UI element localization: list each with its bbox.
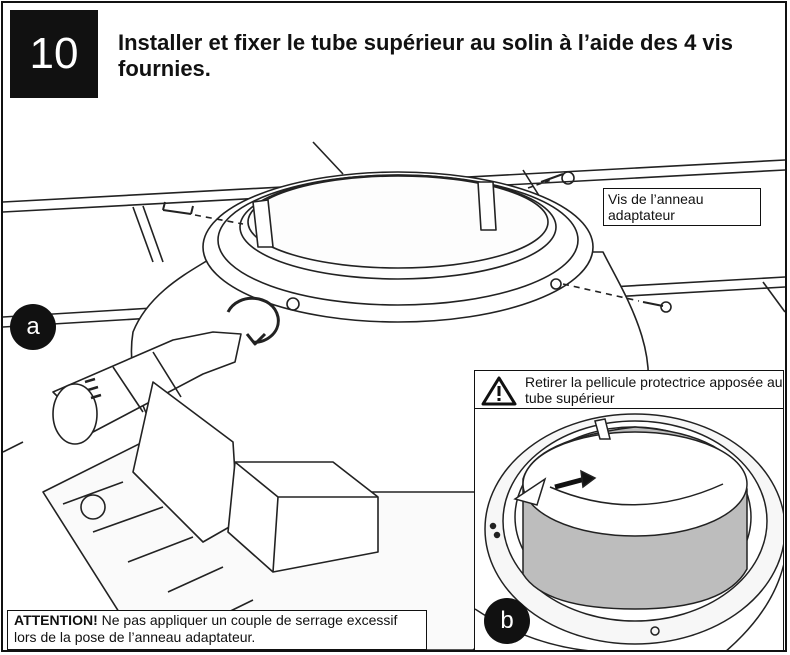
rotation-arrow [226, 296, 280, 344]
roof-line [312, 141, 344, 175]
screw [162, 201, 194, 215]
badge-a: a [10, 304, 56, 350]
warning-icon [481, 376, 517, 406]
inset-illustration [474, 408, 784, 651]
roof-line [592, 276, 785, 289]
screw-callout: Vis de l’anneau adaptateur [603, 188, 761, 226]
attention-note: ATTENTION! Ne pas appliquer un couple de… [7, 610, 427, 650]
inset-drawing [475, 409, 783, 650]
peel-arrow [554, 476, 586, 490]
attention-text: Ne pas appliquer un couple de serrage ex… [14, 612, 398, 645]
warning-text: Retirer la pellicule protectrice apposée… [525, 374, 783, 406]
holder-block [227, 461, 379, 573]
roof-line [762, 281, 785, 313]
screw [540, 173, 564, 183]
ring-clip [477, 181, 497, 231]
adapter-ring-inner [239, 174, 557, 280]
screwdriver [52, 331, 242, 433]
screw [642, 301, 664, 307]
step-instruction: Installer et fixer le tube supérieur au … [118, 30, 734, 81]
roof-line [132, 206, 154, 263]
badge-b: b [484, 598, 530, 644]
ring-clip [252, 199, 274, 248]
roof-line [142, 205, 164, 263]
attention-label: ATTENTION! [14, 612, 98, 628]
roof-line [3, 441, 24, 453]
warning-box: Retirer la pellicule protectrice apposée… [474, 370, 784, 410]
step-number: 10 [10, 10, 98, 98]
